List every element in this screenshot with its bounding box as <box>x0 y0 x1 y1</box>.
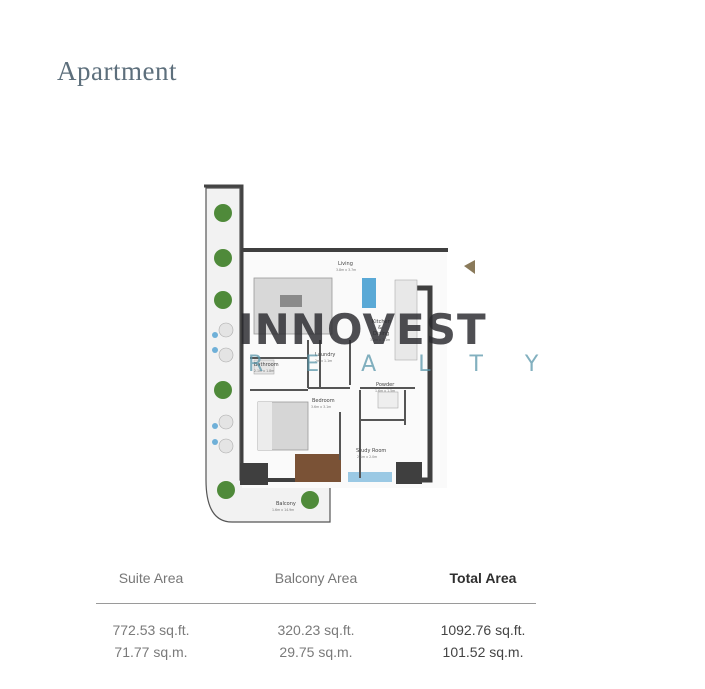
label-bathroom-dim: 2.1m x 1.8m <box>254 369 274 373</box>
bath-tub <box>253 359 275 375</box>
floor-plan: Living 3.8m x 3.7m Kitchen & Dining 3.2m… <box>204 184 475 523</box>
balcony-sqm: 29.75 sq.m. <box>279 644 353 660</box>
coffee-table <box>280 295 302 307</box>
label-kitchen-dim: 3.2m x 3.1m <box>370 338 390 342</box>
total-sqm: 101.52 sq.m. <box>442 644 524 660</box>
label-laundry: Laundry <box>315 352 335 358</box>
label-living: Living <box>338 261 353 267</box>
label-balcony: Balcony <box>276 501 296 507</box>
plant <box>214 381 232 399</box>
label-laundry-dim: 2m x 1.1m <box>315 359 332 363</box>
entrance-arrow <box>464 260 475 274</box>
cushion <box>212 347 218 353</box>
interior-walls <box>250 340 415 478</box>
label-study-dim: 2.1m x 2.0m <box>357 455 377 459</box>
dining-table <box>362 278 376 308</box>
plant <box>217 481 235 499</box>
label-kitchen-amp: & <box>378 325 382 331</box>
header-total-area: Total Area <box>449 570 517 586</box>
table-divider <box>96 603 536 604</box>
total-sqft: 1092.76 sq.ft. <box>440 622 526 638</box>
header-suite-area: Suite Area <box>118 570 184 586</box>
label-bedroom: Bedroom <box>312 398 335 404</box>
label-living-dim: 3.8m x 3.7m <box>336 268 356 272</box>
area-table-header: Suite Area Balcony Area Total Area <box>96 570 536 592</box>
cushion <box>212 439 218 445</box>
chair <box>218 322 234 338</box>
label-bathroom: Bathroom <box>254 362 279 368</box>
plant <box>214 204 232 222</box>
chair <box>218 414 234 430</box>
kitchen-wood-counter <box>295 454 341 482</box>
powder-fixture <box>377 391 399 409</box>
suite-sqft: 772.53 sq.ft. <box>112 622 190 638</box>
wall-block-left <box>240 463 268 485</box>
plant <box>301 491 319 509</box>
label-study: Study Room <box>356 448 386 454</box>
balcony-seating <box>218 322 234 454</box>
kitchen-counter <box>394 279 418 361</box>
suite-sqm: 71.77 sq.m. <box>114 644 188 660</box>
page-title: Apartment <box>57 56 177 86</box>
cushion <box>212 423 218 429</box>
cushion <box>212 332 218 338</box>
wall-block-right <box>396 462 422 484</box>
bed-pillows <box>258 402 272 450</box>
label-powder: Powder <box>376 382 395 388</box>
header-balcony-area: Balcony Area <box>274 570 358 586</box>
area-row-sqm: 71.77 sq.m. 29.75 sq.m. 101.52 sq.m. <box>96 644 536 666</box>
chair <box>218 438 234 454</box>
label-bedroom-dim: 3.6m x 3.1m <box>311 405 331 409</box>
label-balcony-dim: 1.6m x 14.9m <box>272 508 294 512</box>
plant <box>214 249 232 267</box>
plant <box>214 291 232 309</box>
balcony-sqft: 320.23 sq.ft. <box>277 622 355 638</box>
label-powder-dim: 1.6m x 1.5m <box>375 389 395 393</box>
label-kitchen: Kitchen <box>372 319 391 325</box>
balcony-plants <box>214 204 319 509</box>
study-window <box>348 472 392 482</box>
balcony-cushions <box>212 332 218 445</box>
chair <box>218 347 234 363</box>
area-row-sqft: 772.53 sq.ft. 320.23 sq.ft. 1092.76 sq.f… <box>96 622 536 644</box>
label-dining: Dining <box>373 331 389 337</box>
